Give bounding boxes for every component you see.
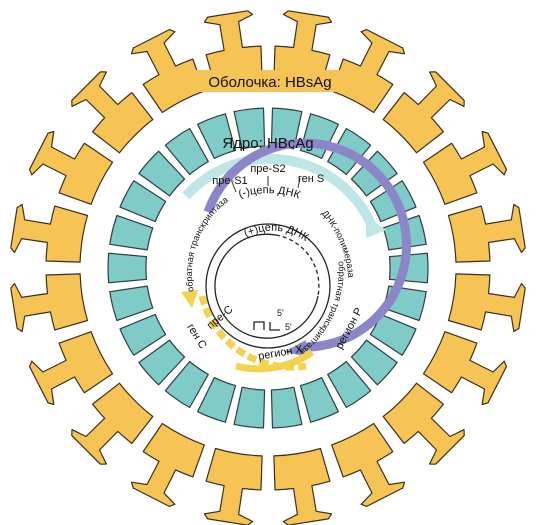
- capsid-subunit: [110, 286, 153, 320]
- gene-c-label: ген С: [184, 322, 208, 351]
- five-prime-label-a: 5': [277, 308, 284, 318]
- plus-strand-dashed: [276, 235, 319, 296]
- envelope-segment: [72, 72, 153, 153]
- envelope-segment: [332, 424, 405, 507]
- core-label: Ядро: HBcAg: [222, 135, 313, 152]
- capsid-subunit: [110, 216, 153, 250]
- envelope-segment: [204, 449, 262, 525]
- plus-strand-text: (+)цепь ДНК: [242, 222, 311, 245]
- cohesive-end-marks: [254, 322, 280, 330]
- envelope-segment: [449, 274, 526, 332]
- envelope-segment: [383, 72, 464, 153]
- envelope-segment: [30, 132, 113, 205]
- envelope-label: Оболочка: HBsAg: [208, 74, 331, 91]
- envelope-segment: [274, 449, 332, 525]
- minus-strand-text: (-)цепь ДНК: [237, 184, 302, 201]
- five-prime-label-b: 5': [285, 322, 292, 332]
- capsid-subunit: [108, 253, 146, 283]
- envelope-segment: [11, 274, 88, 332]
- pre-s1-label: пре-S1: [212, 175, 247, 187]
- plus-strand-label: (+)цепь ДНК: [242, 222, 311, 245]
- capsid-subunit: [271, 387, 302, 428]
- gene-c-arrowhead: [181, 290, 198, 308]
- envelope-segment: [383, 383, 464, 464]
- minus-strand-label: (-)цепь ДНК: [237, 184, 302, 201]
- minus-strand-circle: [206, 224, 330, 348]
- envelope-segment: [424, 132, 507, 205]
- envelope-segment: [11, 204, 88, 262]
- envelope-segment: [72, 383, 153, 464]
- gene-s-label: ген S: [298, 173, 324, 185]
- envelope-segment: [424, 332, 507, 405]
- envelope-segment: [30, 332, 113, 405]
- envelope-segment: [449, 204, 526, 262]
- pre-s2-label: пре-S2: [250, 163, 285, 175]
- capsid-subunit: [234, 387, 265, 428]
- envelope-segment: [132, 424, 205, 507]
- plus-strand-circle: [215, 234, 318, 338]
